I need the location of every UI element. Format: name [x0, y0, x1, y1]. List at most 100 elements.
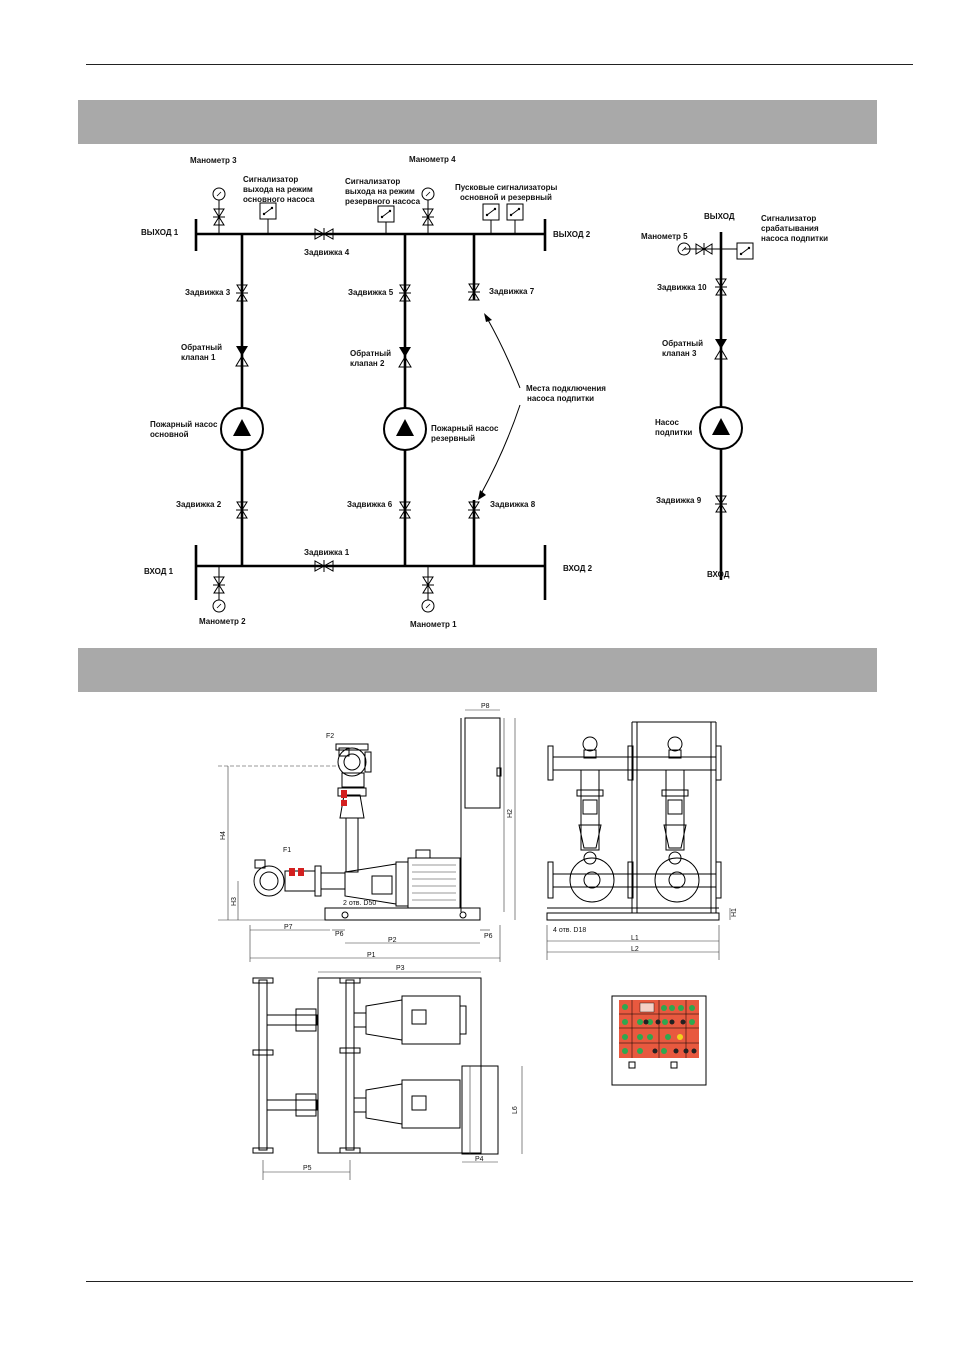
label-valve-5: Задвижка 5 — [348, 288, 394, 297]
feed-pump-icon — [699, 406, 743, 450]
control-panel-face — [619, 1000, 699, 1058]
dim-P8: P8 — [481, 703, 490, 710]
dim-P4: P4 — [475, 1156, 484, 1163]
label-check-2-b: клапан 2 — [350, 359, 385, 368]
start-switch-main-icon — [482, 203, 500, 221]
label-valve-2: Задвижка 2 — [176, 500, 222, 509]
arrow-upper — [486, 317, 521, 389]
label-feed-pump-2: подпитки — [655, 428, 692, 437]
dim-F1: F1 — [283, 847, 291, 854]
pump-volute-left-side — [569, 857, 615, 903]
label-signal-res-1: Сигнализатор — [345, 177, 400, 186]
label-valve-10: Задвижка 10 — [657, 283, 707, 292]
suction-manifold-side — [552, 873, 717, 888]
main-mode-switch-icon — [259, 202, 277, 220]
base-frame-side — [546, 912, 720, 921]
label-manometer-2: Манометр 2 — [199, 617, 246, 626]
label-manometer-5: Манометр 5 — [641, 232, 688, 241]
label-out-1: ВЫХОД 1 — [141, 228, 179, 237]
label-feed-signal-2: срабатывания — [761, 224, 819, 233]
dim-P5: P5 — [303, 1165, 312, 1172]
bottom-rule — [86, 1281, 913, 1282]
feed-switch-icon — [736, 242, 754, 260]
control-panel-frame — [611, 995, 707, 1086]
label-pump-main-1: Пожарный насос — [150, 420, 218, 429]
dim-holes-front: 2 отв. D50 — [343, 900, 376, 907]
label-connection-1: Места подключения — [526, 384, 606, 393]
label-manometer-4: Манометр 4 — [409, 155, 456, 164]
label-check-2-a: Обратный — [350, 349, 391, 358]
manometer-1-icon — [421, 599, 435, 613]
label-check-1-a: Обратный — [181, 343, 222, 352]
label-connection-2: насоса подпитки — [527, 394, 594, 403]
label-pump-res-1: Пожарный насос — [431, 424, 499, 433]
start-switch-reserve-icon — [506, 203, 524, 221]
hydraulic-scheme: Манометр 3 Манометр 4 Сигнализатор выход… — [141, 155, 828, 629]
label-check-3-a: Обратный — [662, 339, 703, 348]
discharge-manifold-top — [345, 979, 355, 1151]
label-valve-8: Задвижка 8 — [490, 500, 536, 509]
dim-L6: L6 — [512, 1106, 519, 1114]
label-start-2: основной и резервный — [460, 193, 552, 202]
dim-F2: F2 — [326, 733, 334, 740]
dim-holes-side: 4 отв. D18 — [553, 927, 586, 934]
label-signal-res-3: резервного насоса — [345, 197, 421, 206]
label-in-2: ВХОД 2 — [563, 564, 593, 573]
label-check-3-b: клапан 3 — [662, 349, 697, 358]
motor-front — [407, 857, 461, 909]
label-valve-9: Задвижка 9 — [656, 496, 702, 505]
manometer-2-icon — [212, 599, 226, 613]
label-valve-6: Задвижка 6 — [347, 500, 393, 509]
dim-P7: P7 — [284, 924, 293, 931]
base-frame-front — [324, 907, 481, 921]
label-feed-signal-3: насоса подпитки — [761, 234, 828, 243]
dim-P2: P2 — [388, 937, 397, 944]
label-valve-1: Задвижка 1 — [304, 548, 350, 557]
reserve-mode-switch-icon — [377, 205, 395, 223]
front-view: F2 F1 P8 H2 H4 H3 P7 P6 P2 P6 P1 2 отв. … — [218, 703, 516, 962]
dim-P1: P1 — [367, 952, 376, 959]
control-panel — [611, 995, 707, 1086]
dim-P3: P3 — [396, 965, 405, 972]
label-valve-7: Задвижка 7 — [489, 287, 535, 296]
cabinet-top — [461, 1065, 499, 1155]
label-signal-main-3: основного насоса — [243, 195, 315, 204]
indicator-leds — [622, 1004, 695, 1054]
dim-P6: P6 — [335, 931, 344, 938]
dim-H3: H3 — [231, 897, 238, 906]
label-feed-out: ВЫХОД — [704, 212, 735, 221]
motor-lower-top — [401, 1079, 461, 1129]
label-in-1: ВХОД 1 — [144, 567, 174, 576]
fire-pump-reserve-icon — [383, 407, 427, 451]
label-valve-4: Задвижка 4 — [304, 248, 350, 257]
dim-H1: H1 — [731, 908, 738, 917]
fire-pump-main-icon — [220, 407, 264, 451]
discharge-manifold-side — [552, 756, 717, 771]
dim-L1: L1 — [631, 935, 639, 942]
dim-H4: H4 — [220, 831, 227, 840]
manometer-3-icon — [212, 187, 226, 201]
dim-P6-right: P6 — [484, 933, 493, 940]
control-buttons — [643, 1019, 697, 1054]
pump-body-front — [344, 863, 397, 905]
top-rule — [86, 64, 913, 65]
label-manometer-3: Манометр 3 — [190, 156, 237, 165]
label-signal-res-2: выхода на режим — [345, 187, 415, 196]
suction-manifold-top — [258, 979, 268, 1151]
label-manometer-1: Манометр 1 — [410, 620, 457, 629]
label-pump-main-2: основной — [150, 430, 189, 439]
label-feed-signal-1: Сигнализатор — [761, 214, 816, 223]
manometer-4-icon — [421, 187, 435, 201]
base-plate-top — [317, 977, 482, 1154]
riser-front — [345, 817, 359, 873]
cabinet-front — [464, 717, 501, 809]
top-view: P3 P5 P4 L6 — [252, 965, 523, 1180]
section-header-scheme — [78, 100, 877, 144]
pump-volute-right-side — [654, 857, 700, 903]
side-view: 4 отв. D18 L1 L2 H1 — [546, 721, 738, 960]
dim-H2: H2 — [507, 809, 514, 818]
dim-L2: L2 — [631, 946, 639, 953]
label-signal-main-1: Сигнализатор — [243, 175, 298, 184]
suction-flange-front — [253, 865, 285, 897]
label-signal-main-2: выхода на режим — [243, 185, 313, 194]
